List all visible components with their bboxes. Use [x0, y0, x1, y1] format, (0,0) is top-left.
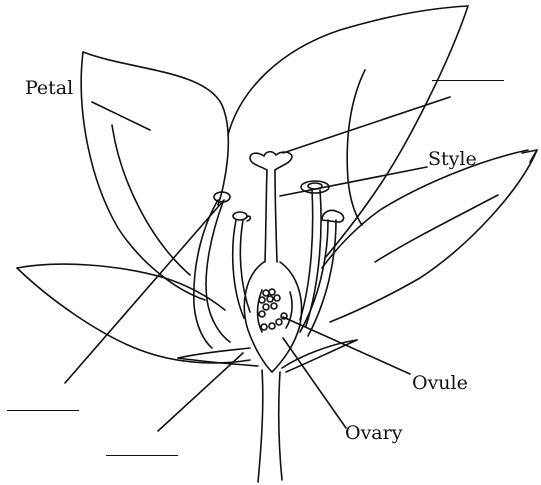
anther — [233, 212, 247, 220]
ovule-dot — [259, 311, 265, 317]
leader-line-stigma — [283, 97, 450, 153]
petal-lower-left — [17, 264, 250, 363]
blank-answer-line-stigma[interactable] — [432, 80, 504, 81]
ovules — [259, 289, 287, 330]
ovule-dot — [261, 324, 267, 330]
ovule-dot — [269, 289, 275, 295]
leader-line-anther — [65, 200, 224, 383]
ovule-dot — [263, 290, 269, 296]
ovule-dot — [271, 303, 277, 309]
ovule-dot — [274, 295, 280, 301]
leader-line-petal — [92, 102, 150, 130]
petal-right — [322, 150, 537, 322]
ovule-dot — [263, 304, 269, 310]
blank-answer-line-anther[interactable] — [7, 410, 79, 411]
pistil-style — [250, 152, 292, 262]
leader-line-sepal — [158, 353, 243, 431]
leader-lines — [65, 97, 450, 431]
label-petal: Petal — [25, 79, 73, 98]
label-ovule: Ovule — [412, 374, 468, 393]
ovule-dot — [267, 296, 273, 302]
stem — [258, 370, 282, 482]
ovule-dot — [259, 297, 265, 303]
ovule-dot — [276, 319, 282, 325]
stamens — [194, 181, 344, 348]
label-style: Style — [428, 150, 477, 169]
label-ovary: Ovary — [345, 424, 402, 443]
blank-answer-line-sepal[interactable] — [106, 455, 178, 456]
leader-line-style — [280, 167, 427, 196]
ovary — [244, 262, 301, 372]
ovule-dot — [269, 323, 275, 329]
petal-upper-left — [81, 52, 228, 300]
